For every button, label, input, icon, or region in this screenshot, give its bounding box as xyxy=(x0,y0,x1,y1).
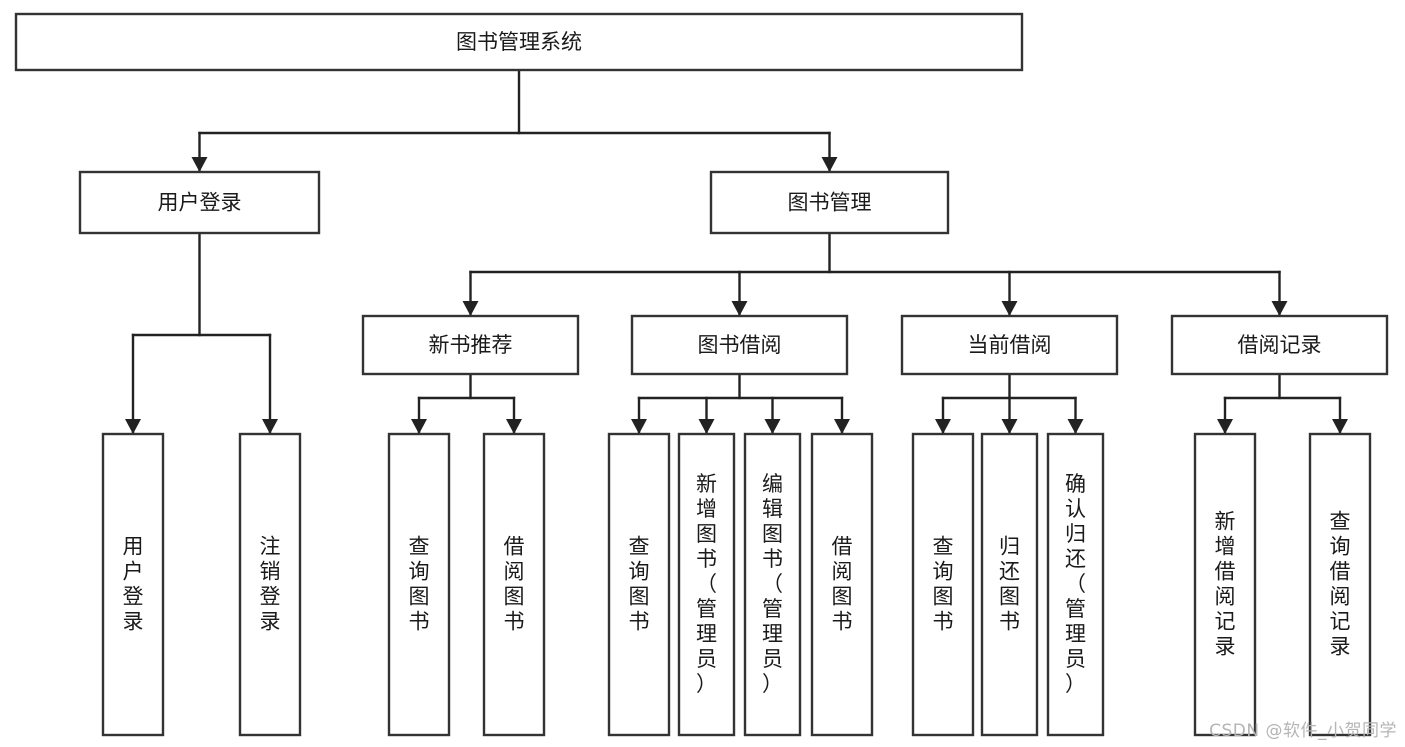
arrow-head-leaf-query-record xyxy=(1332,419,1348,434)
node-box-leaf-query-book-1 xyxy=(387,432,451,737)
node-label-leaf-query-book-3: 查询图书 xyxy=(933,535,954,634)
node-label-book-borrow: 图书借阅 xyxy=(698,333,782,357)
node-label-leaf-return-book: 归还图书 xyxy=(999,535,1020,634)
node-borrow-record[interactable]: 借阅记录 xyxy=(1170,314,1389,376)
arrow-head-leaf-query-book-1 xyxy=(411,419,427,434)
node-box-new-book-recommend xyxy=(361,314,580,376)
node-label-leaf-borrow-book-1: 借阅图书 xyxy=(504,535,525,634)
node-root[interactable]: 图书管理系统 xyxy=(14,12,1024,72)
node-leaf-confirm-return[interactable]: 确认归还（管理员） xyxy=(1046,432,1105,737)
node-label-current-borrow: 当前借阅 xyxy=(968,333,1052,357)
node-book-borrow[interactable]: 图书借阅 xyxy=(630,314,849,376)
node-box-leaf-borrow-book-1 xyxy=(482,432,546,737)
node-leaf-edit-book[interactable]: 编辑图书（管理员） xyxy=(743,432,802,737)
node-box-borrow-record xyxy=(1170,314,1389,376)
node-box-book-borrow xyxy=(630,314,849,376)
arrow-head-book-manage xyxy=(821,157,838,172)
watermark: CSDN @软件_小贺同学 xyxy=(1209,721,1397,741)
node-box-leaf-edit-book xyxy=(743,432,802,737)
node-label-root: 图书管理系统 xyxy=(456,30,582,54)
node-label-leaf-add-record: 新增借阅记录 xyxy=(1215,510,1236,659)
nodes-layer: 图书管理系统用户登录图书管理新书推荐图书借阅当前借阅借阅记录用户登录注销登录查询… xyxy=(14,12,1389,737)
node-leaf-query-book-3[interactable]: 查询图书 xyxy=(911,432,975,737)
node-book-manage[interactable]: 图书管理 xyxy=(709,170,950,235)
node-label-leaf-query-book-1: 查询图书 xyxy=(409,535,430,634)
node-box-current-borrow xyxy=(900,314,1119,376)
node-box-leaf-query-book-2 xyxy=(607,432,671,737)
arrow-head-leaf-query-book-3 xyxy=(935,419,951,434)
node-box-leaf-borrow-book-2 xyxy=(810,432,874,737)
arrow-head-leaf-logout xyxy=(262,419,278,434)
node-label-leaf-borrow-book-2: 借阅图书 xyxy=(832,535,853,634)
node-box-leaf-query-book-3 xyxy=(911,432,975,737)
node-box-leaf-logout xyxy=(238,432,302,737)
node-box-leaf-user-login xyxy=(101,432,165,737)
node-leaf-query-book-2[interactable]: 查询图书 xyxy=(607,432,671,737)
node-label-leaf-logout: 注销登录 xyxy=(260,535,281,634)
node-leaf-borrow-book-2[interactable]: 借阅图书 xyxy=(810,432,874,737)
node-box-user-login xyxy=(78,170,321,235)
node-label-leaf-add-book: 新增图书（管理员） xyxy=(696,472,717,696)
arrow-head-current-borrow xyxy=(1001,301,1018,316)
node-label-leaf-confirm-return: 确认归还（管理员） xyxy=(1065,472,1086,696)
node-label-borrow-record: 借阅记录 xyxy=(1238,333,1322,357)
node-box-root xyxy=(14,12,1024,72)
node-leaf-user-login[interactable]: 用户登录 xyxy=(101,432,165,737)
node-box-leaf-query-record xyxy=(1308,432,1372,737)
arrow-head-leaf-return-book xyxy=(1001,419,1018,434)
node-label-leaf-edit-book: 编辑图书（管理员） xyxy=(762,472,783,696)
node-leaf-query-record[interactable]: 查询借阅记录 xyxy=(1308,432,1372,737)
node-leaf-return-book[interactable]: 归还图书 xyxy=(980,432,1039,737)
arrow-head-user-login xyxy=(191,157,208,172)
arrow-head-leaf-borrow-book-1 xyxy=(506,419,522,434)
node-user-login[interactable]: 用户登录 xyxy=(78,170,321,235)
node-label-user-login: 用户登录 xyxy=(158,191,242,215)
arrow-head-leaf-query-book-2 xyxy=(631,419,647,434)
arrow-head-leaf-edit-book xyxy=(764,419,781,434)
node-box-leaf-add-record xyxy=(1193,432,1257,737)
node-label-book-manage: 图书管理 xyxy=(788,191,872,215)
edges-layer xyxy=(125,68,1348,435)
arrow-head-book-borrow xyxy=(731,301,748,316)
arrow-head-leaf-add-record xyxy=(1217,419,1233,434)
node-label-new-book-recommend: 新书推荐 xyxy=(429,333,513,357)
node-label-leaf-user-login: 用户登录 xyxy=(123,535,144,634)
node-leaf-add-book[interactable]: 新增图书（管理员） xyxy=(677,432,736,737)
node-box-leaf-add-book xyxy=(677,432,736,737)
arrow-head-leaf-add-book xyxy=(698,419,715,434)
node-leaf-borrow-book-1[interactable]: 借阅图书 xyxy=(482,432,546,737)
node-box-book-manage xyxy=(709,170,950,235)
node-leaf-query-book-1[interactable]: 查询图书 xyxy=(387,432,451,737)
node-box-leaf-return-book xyxy=(980,432,1039,737)
node-leaf-logout[interactable]: 注销登录 xyxy=(238,432,302,737)
node-new-book-recommend[interactable]: 新书推荐 xyxy=(361,314,580,376)
node-leaf-add-record[interactable]: 新增借阅记录 xyxy=(1193,432,1257,737)
arrow-head-leaf-confirm-return xyxy=(1067,419,1084,434)
node-current-borrow[interactable]: 当前借阅 xyxy=(900,314,1119,376)
arrow-head-leaf-user-login xyxy=(125,419,141,434)
node-box-leaf-confirm-return xyxy=(1046,432,1105,737)
arrow-head-leaf-borrow-book-2 xyxy=(834,419,850,434)
node-label-leaf-query-book-2: 查询图书 xyxy=(629,535,650,634)
node-label-leaf-query-record: 查询借阅记录 xyxy=(1330,510,1351,659)
arrow-head-borrow-record xyxy=(1271,301,1288,316)
arrow-head-new-book-recommend xyxy=(462,301,479,316)
